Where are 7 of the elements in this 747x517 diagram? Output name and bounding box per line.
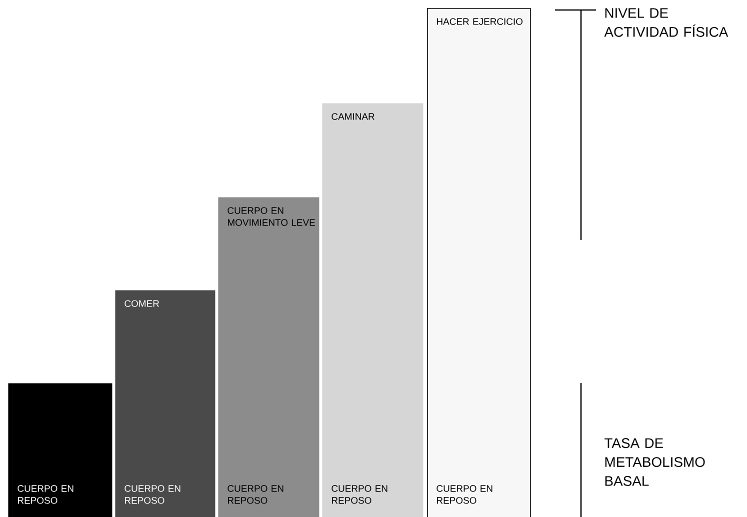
bar: HACER EJERCICIO CUERPO EN REPOSO [427,8,531,517]
bar: CUERPO EN REPOSO [8,383,112,517]
bar: CUERPO EN MOVIMIENTO LEVE CUERPO EN REPOSO [218,197,320,517]
axis-label: TASA DE METABOLISMO BASAL [604,438,705,486]
bar: COMER CUERPO EN REPOSO [115,290,216,517]
axis-label: NIVEL DE ACTIVIDAD FÍSICA [604,8,728,37]
bar: CAMINAR CUERPO EN REPOSO [322,103,424,517]
